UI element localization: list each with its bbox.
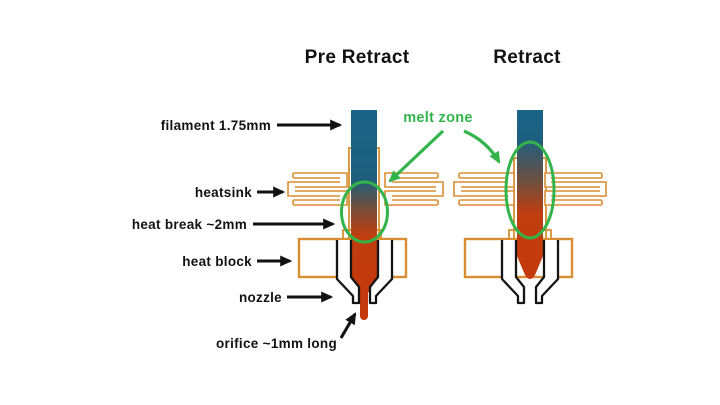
nozzle-wall-right xyxy=(368,240,394,305)
heatsink-fin xyxy=(292,190,343,197)
heatsink-fin-fold xyxy=(544,190,551,206)
heatsink-fin xyxy=(458,172,511,179)
heatsink-fin xyxy=(548,181,603,188)
heatsink-fin xyxy=(389,199,439,206)
nozzle-wall-left xyxy=(335,240,361,305)
heatsink-fins-right xyxy=(384,172,444,206)
filament-column xyxy=(351,110,377,277)
heatsink-fin xyxy=(458,181,511,188)
label-heat-block: heat block xyxy=(182,254,252,269)
label-nozzle: nozzle xyxy=(239,290,282,305)
melt-zone-ellipse-pre xyxy=(340,180,389,244)
heatsink-fin-fold xyxy=(508,172,515,188)
heatsink-fin xyxy=(292,172,343,179)
filament-column-retracted xyxy=(517,110,543,279)
heatsink-fin xyxy=(458,190,511,197)
heatsink-fins-left xyxy=(287,172,348,206)
pre-retract-title: Pre Retract xyxy=(305,47,410,68)
heatsink-fin-fold xyxy=(436,181,444,197)
heatsink-fins-left xyxy=(453,172,515,206)
heatsink-fin xyxy=(292,181,343,188)
heatsink-fin xyxy=(548,190,603,197)
heatsink-fin xyxy=(548,172,603,179)
heatsink-fin xyxy=(458,199,511,206)
heatsink-fin-fold xyxy=(600,181,607,197)
melt-zone-arrow-left xyxy=(388,129,445,183)
label-heatsink: heatsink xyxy=(195,185,252,200)
retract-title: Retract xyxy=(493,47,561,68)
melt-zone-arrow-right xyxy=(463,129,501,164)
heatsink-fin-fold xyxy=(508,190,515,206)
nozzle-wall-right xyxy=(534,240,560,305)
heatsink-fin-fold xyxy=(544,172,551,188)
heatsink-fin xyxy=(389,181,439,188)
label-heat-break: heat break ~2mm xyxy=(132,217,247,232)
label-filament: filament 1.75mm xyxy=(161,118,271,133)
heatsink-fin-fold xyxy=(340,172,348,188)
heatsink-fin xyxy=(389,190,439,197)
label-orifice: orifice ~1mm long xyxy=(216,336,337,351)
heatsink-fins-right xyxy=(544,172,607,206)
heatsink-fin-fold xyxy=(453,181,461,197)
orifice-arrow xyxy=(339,312,357,339)
heatsink-fin-fold xyxy=(287,181,295,197)
nozzle-wall-left xyxy=(500,240,526,305)
retract-hotend xyxy=(453,110,607,305)
annotations: filament 1.75mm heatsink heat break ~2mm… xyxy=(132,110,501,351)
label-melt-zone: melt zone xyxy=(403,110,473,126)
heatsink-fin xyxy=(292,199,343,206)
heatsink-fin xyxy=(548,199,603,206)
melt-zone-ellipse-retract xyxy=(504,140,556,240)
pre-retract-hotend xyxy=(287,110,444,320)
